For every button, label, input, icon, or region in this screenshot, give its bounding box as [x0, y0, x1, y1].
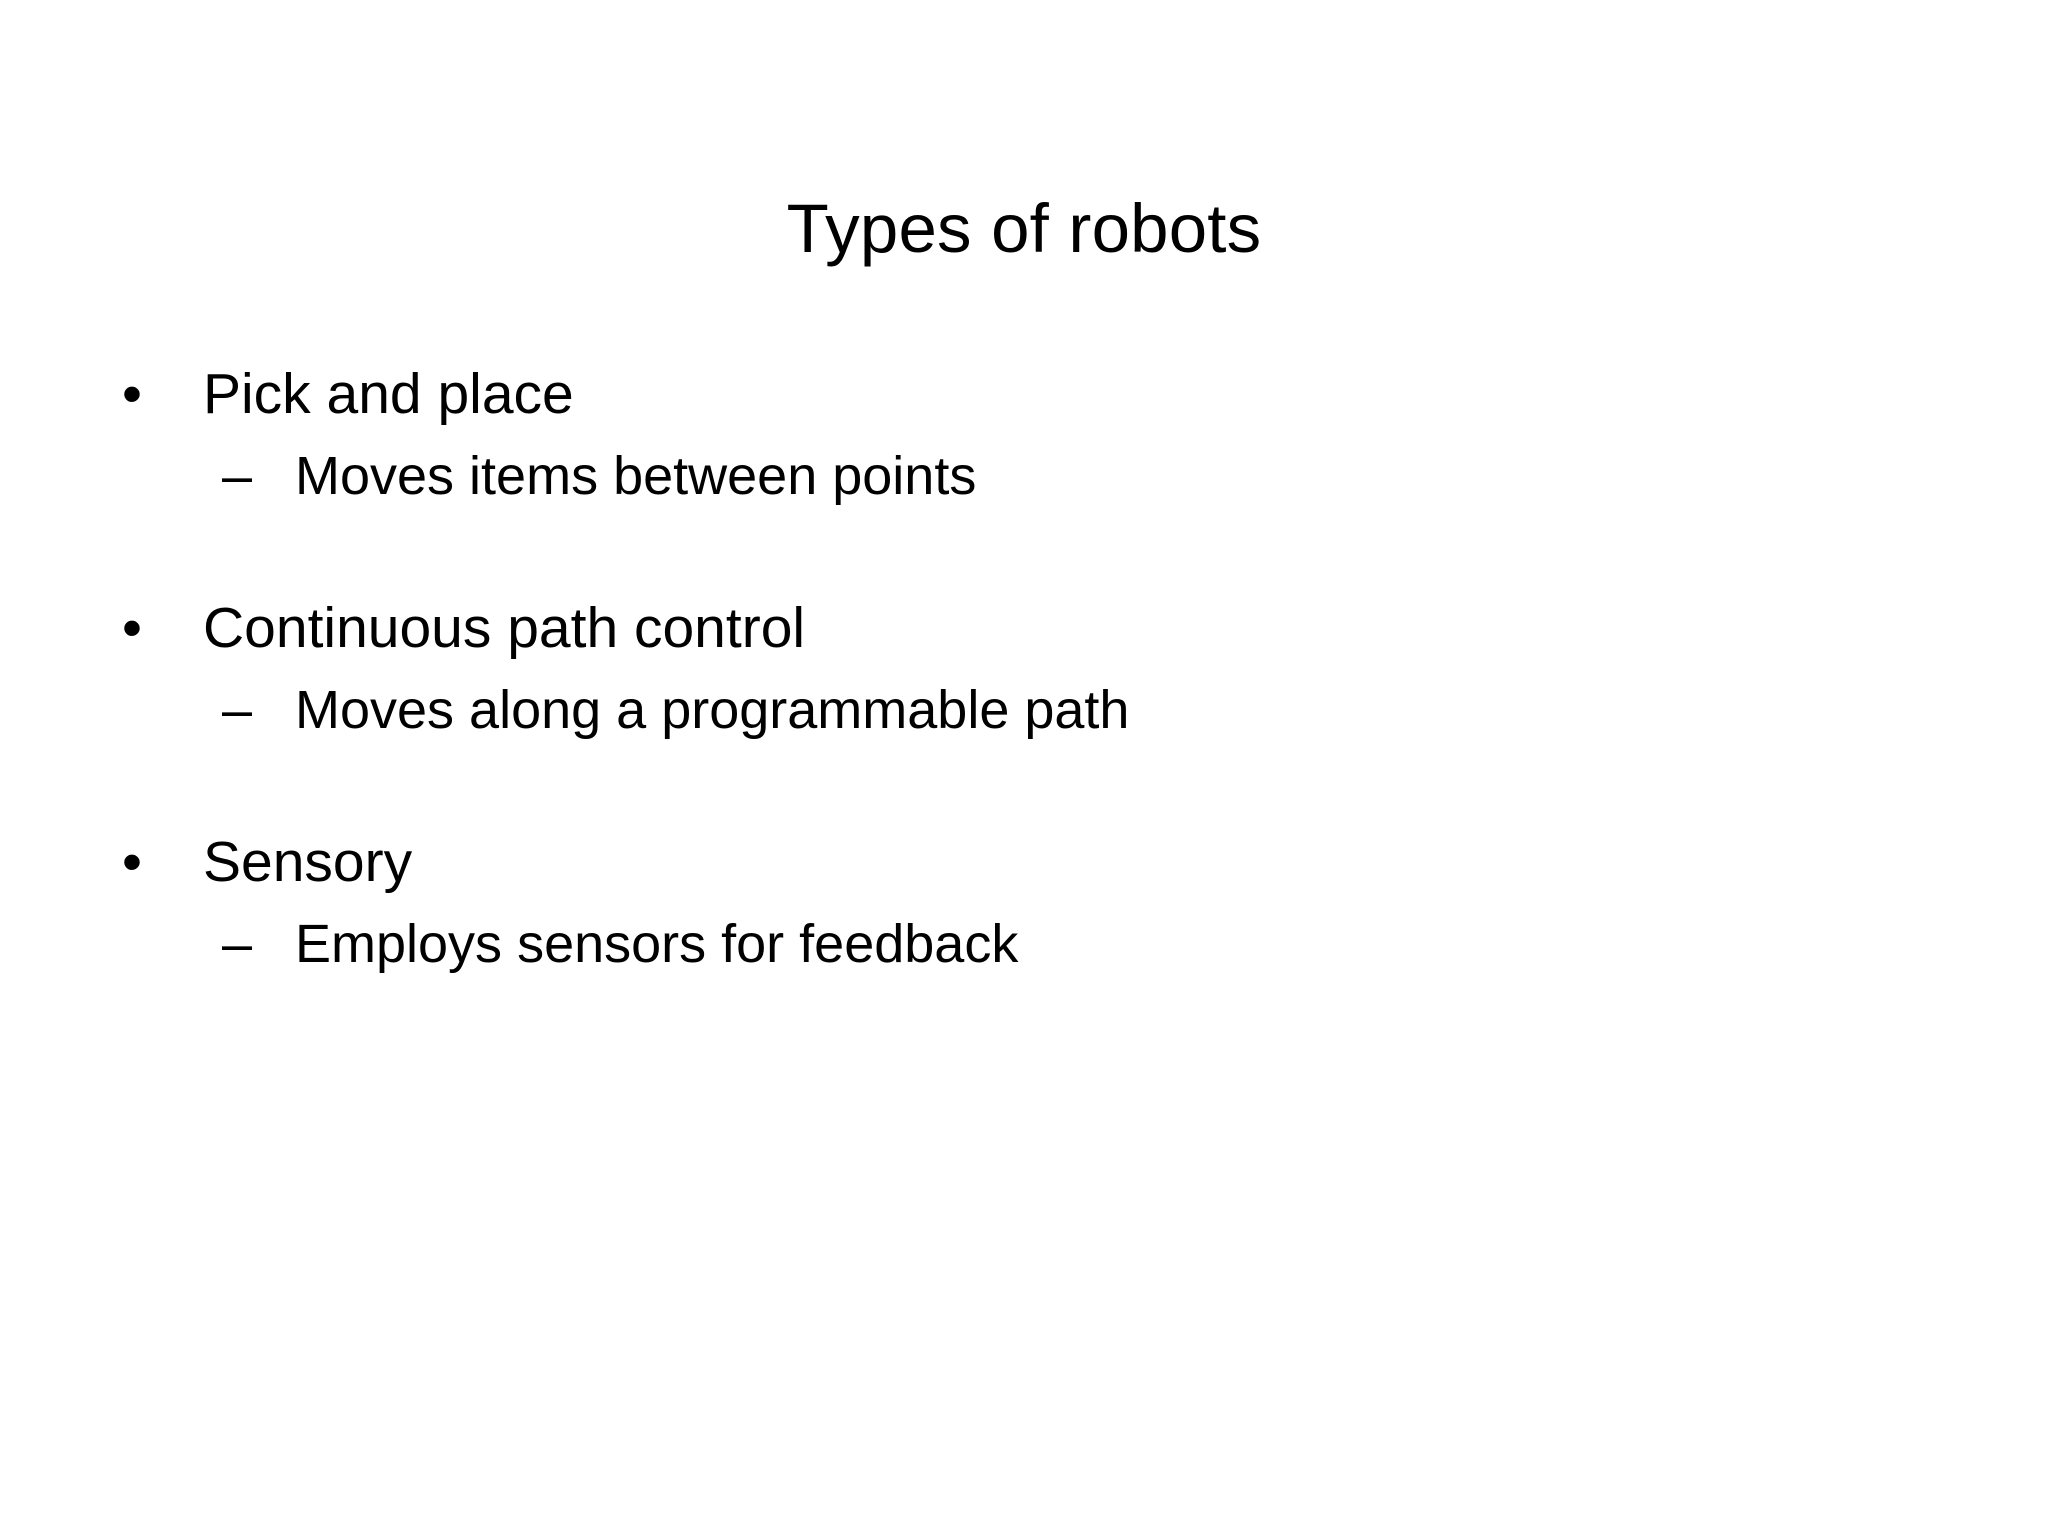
- bullet-dot-icon: •: [122, 596, 142, 660]
- bullet-dot-icon: •: [122, 830, 142, 894]
- bullet-item-level2-label: Moves items between points: [295, 446, 977, 506]
- page-title: Types of robots: [786, 190, 1262, 268]
- bullet-item-level2-label: Moves along a programmable path: [295, 680, 1130, 740]
- bullet-group: • Pick and place – Moves items between p…: [0, 360, 2048, 508]
- bullet-item-level1: • Pick and place: [0, 360, 2048, 428]
- bullet-item-level2: – Employs sensors for feedback: [0, 912, 2048, 976]
- bullet-item-level2: – Moves items between points: [0, 444, 2048, 508]
- bullet-dash-icon: –: [222, 914, 253, 974]
- bullet-item-level1-label: Pick and place: [203, 362, 574, 426]
- bullet-group: • Sensory – Employs sensors for feedback: [0, 828, 2048, 976]
- bullet-item-level1: • Sensory: [0, 828, 2048, 896]
- bullet-item-level1-label: Continuous path control: [203, 596, 806, 660]
- bullet-item-level2: – Moves along a programmable path: [0, 678, 2048, 742]
- bullet-group: • Continuous path control – Moves along …: [0, 594, 2048, 742]
- bullet-dash-icon: –: [222, 446, 253, 506]
- bullet-item-level2-label: Employs sensors for feedback: [295, 914, 1019, 974]
- slide-body: • Pick and place – Moves items between p…: [0, 360, 2048, 976]
- bullet-dot-icon: •: [122, 362, 142, 426]
- bullet-item-level1: • Continuous path control: [0, 594, 2048, 662]
- bullet-dash-icon: –: [222, 680, 253, 740]
- bullet-item-level1-label: Sensory: [203, 830, 413, 894]
